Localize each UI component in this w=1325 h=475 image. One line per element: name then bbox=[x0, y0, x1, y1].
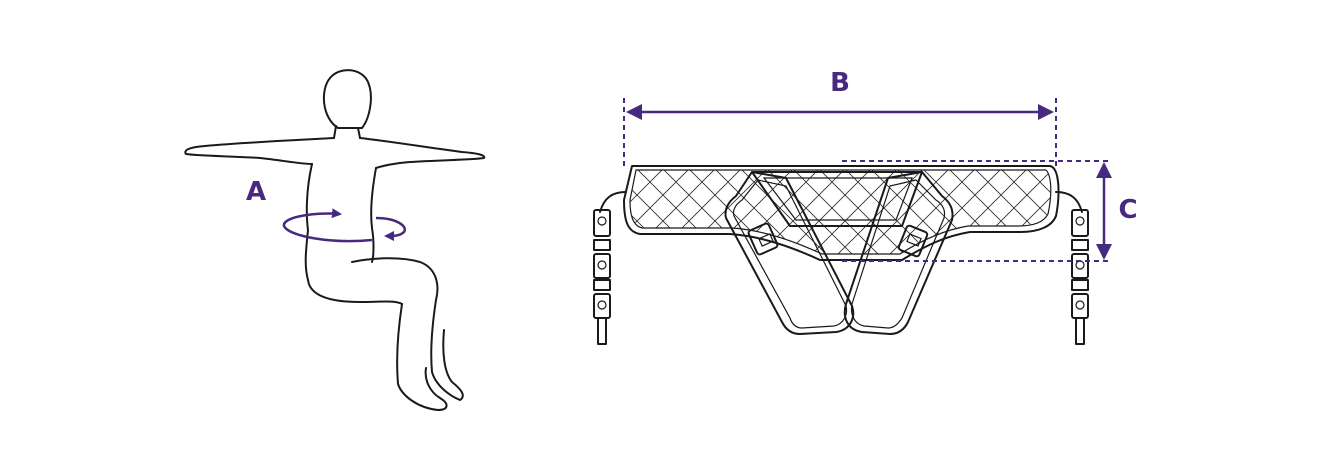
height-dimension-c bbox=[842, 160, 1112, 262]
width-dimension-b bbox=[623, 98, 1057, 168]
waist-circumference-arrow bbox=[282, 208, 406, 243]
seated-person-figure bbox=[184, 69, 486, 411]
label-a: A bbox=[246, 177, 266, 207]
left-clip-chain bbox=[593, 191, 627, 345]
label-b: B bbox=[830, 68, 850, 98]
label-c: C bbox=[1118, 195, 1137, 225]
left-buckle-icon bbox=[747, 222, 779, 256]
right-buckle-icon bbox=[897, 224, 929, 258]
sling-illustration bbox=[593, 165, 1089, 345]
right-clip-chain bbox=[1055, 191, 1089, 345]
